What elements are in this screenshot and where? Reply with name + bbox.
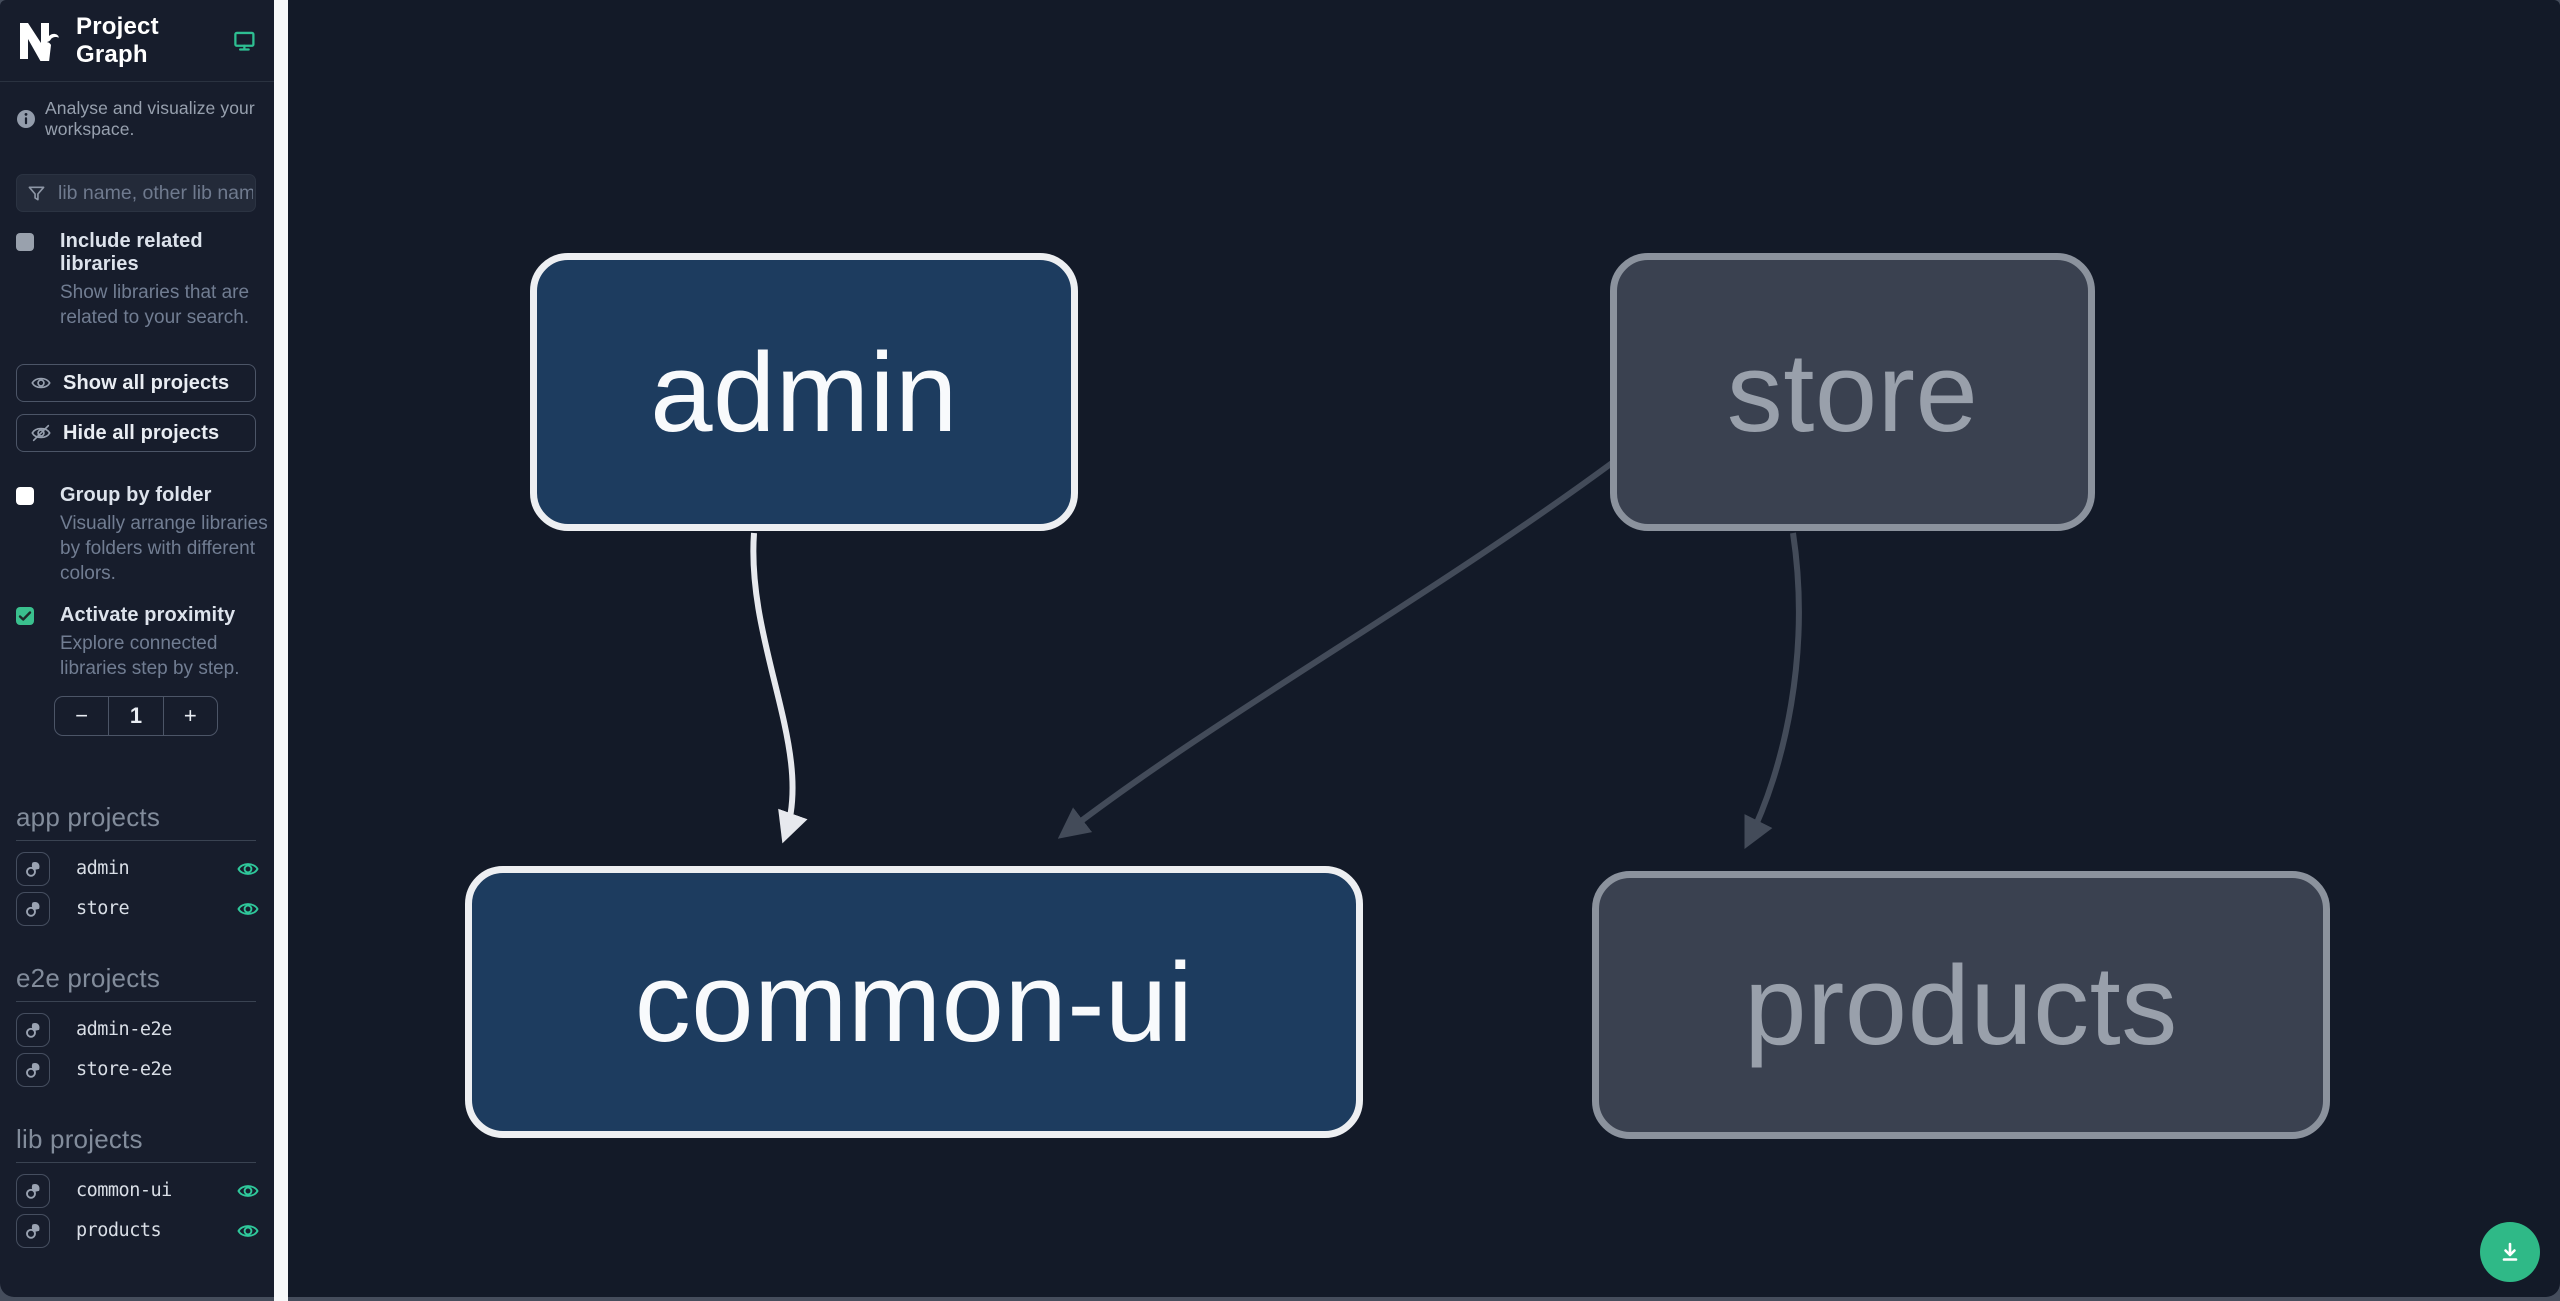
activate-proximity-checkbox[interactable] — [16, 607, 34, 626]
proximity-value: 1 — [108, 696, 164, 735]
eye-icon — [237, 1224, 259, 1237]
focus-icon — [25, 1184, 40, 1199]
section-title: lib projects — [16, 1124, 256, 1163]
toggle-label: Activate proximity — [60, 604, 236, 627]
project-filter-input[interactable] — [58, 181, 253, 205]
toggle-group-by-folder: Group by folder Visually arrange librari… — [16, 484, 268, 586]
focus-project-button[interactable] — [16, 891, 50, 926]
focus-project-button[interactable] — [16, 1052, 50, 1087]
check-icon — [18, 611, 32, 622]
toggle-description: Show libraries that are related to your … — [60, 282, 250, 329]
graph-node-admin[interactable]: admin — [530, 253, 1078, 531]
hide-all-label: Hide all projects — [63, 421, 220, 444]
edge-store-to-common-ui — [1057, 460, 1614, 839]
download-icon — [2502, 1242, 2518, 1261]
focus-icon — [25, 1224, 40, 1239]
eye-icon — [237, 1184, 259, 1197]
project-name: admin — [76, 858, 130, 880]
edge-store-to-products — [1744, 532, 1802, 849]
node-label: admin — [650, 329, 958, 455]
project-row-store: store — [16, 889, 264, 929]
section-lib-projects: lib projects common-ui — [16, 1124, 259, 1251]
section-title: app projects — [16, 802, 256, 841]
focus-icon — [25, 902, 40, 917]
include-related-checkbox[interactable] — [16, 233, 34, 251]
project-name: common-ui — [76, 1180, 172, 1202]
hide-all-projects-button[interactable]: Hide all projects — [16, 414, 256, 453]
focus-project-button[interactable] — [16, 851, 50, 886]
funnel-icon — [28, 186, 45, 200]
eye-icon — [31, 377, 51, 389]
project-name: store — [76, 898, 130, 920]
project-row-products: products — [16, 1211, 264, 1251]
download-graph-button[interactable] — [2480, 1222, 2540, 1282]
info-icon — [17, 110, 35, 128]
proximity-increment-button[interactable]: + — [183, 702, 197, 728]
project-row-common-ui: common-ui — [16, 1171, 264, 1211]
toggle-visibility-button[interactable] — [236, 857, 260, 881]
node-label: common-ui — [634, 939, 1194, 1065]
toggle-description: Explore connected libraries step by step… — [60, 633, 240, 680]
node-label: store — [1726, 329, 1979, 455]
toggle-description: Visually arrange libraries by folders wi… — [60, 513, 268, 585]
focus-icon — [25, 1023, 40, 1038]
graph-node-common-ui[interactable]: common-ui — [465, 866, 1363, 1138]
toggle-label: Group by folder — [60, 484, 212, 507]
monitor-icon — [234, 31, 255, 51]
focus-icon — [25, 862, 40, 877]
sidebar: Project Graph Analyse and visualize your… — [0, 0, 274, 1297]
eye-icon — [237, 862, 259, 875]
section-title: e2e projects — [16, 963, 256, 1002]
toggle-label: Include related libraries — [60, 230, 203, 275]
proximity-stepper: − 1 + — [54, 695, 218, 736]
graph-node-products[interactable]: products — [1592, 871, 2330, 1139]
section-e2e-projects: e2e projects admin-e2e — [16, 963, 258, 1090]
project-name: products — [76, 1220, 162, 1242]
focus-project-button[interactable] — [16, 1173, 50, 1208]
graph-canvas[interactable]: admin store common-ui products — [288, 0, 2560, 1297]
project-row-admin: admin — [16, 849, 264, 889]
edge-admin-to-common-ui — [750, 532, 808, 844]
toggle-visibility-button[interactable] — [236, 897, 260, 921]
proximity-decrement-button[interactable]: − — [75, 702, 89, 728]
section-app-projects: app projects admin — [16, 802, 259, 929]
toggle-visibility-button[interactable] — [236, 1179, 260, 1203]
nx-logo — [20, 22, 59, 61]
focus-project-button[interactable] — [16, 1213, 50, 1248]
eye-icon — [237, 902, 259, 915]
project-name: store-e2e — [76, 1059, 172, 1081]
focus-icon — [25, 1063, 40, 1078]
project-row-admin-e2e: admin-e2e — [16, 1010, 264, 1050]
panel-divider — [274, 0, 288, 1301]
focus-project-button[interactable] — [16, 1012, 50, 1047]
sidebar-header: Project Graph — [0, 0, 274, 82]
tagline-row: Analyse and visualize your workspace. — [16, 98, 258, 140]
graph-node-store[interactable]: store — [1610, 253, 2095, 531]
toggle-visibility-button[interactable] — [236, 1219, 260, 1243]
show-all-projects-button[interactable]: Show all projects — [16, 364, 256, 403]
project-row-store-e2e: store-e2e — [16, 1050, 264, 1090]
toggle-include-related: Include related libraries Show libraries… — [16, 230, 260, 330]
node-label: products — [1744, 942, 2178, 1068]
project-name: admin-e2e — [76, 1019, 172, 1041]
eye-off-icon — [31, 424, 51, 442]
app-title: Project Graph — [76, 12, 159, 68]
show-all-label: Show all projects — [63, 371, 230, 394]
toggle-activate-proximity: Activate proximity Explore connected lib… — [16, 604, 260, 681]
group-by-folder-checkbox[interactable] — [16, 487, 34, 506]
tagline-text: Analyse and visualize your workspace. — [45, 98, 255, 139]
project-filter-box — [16, 174, 256, 212]
